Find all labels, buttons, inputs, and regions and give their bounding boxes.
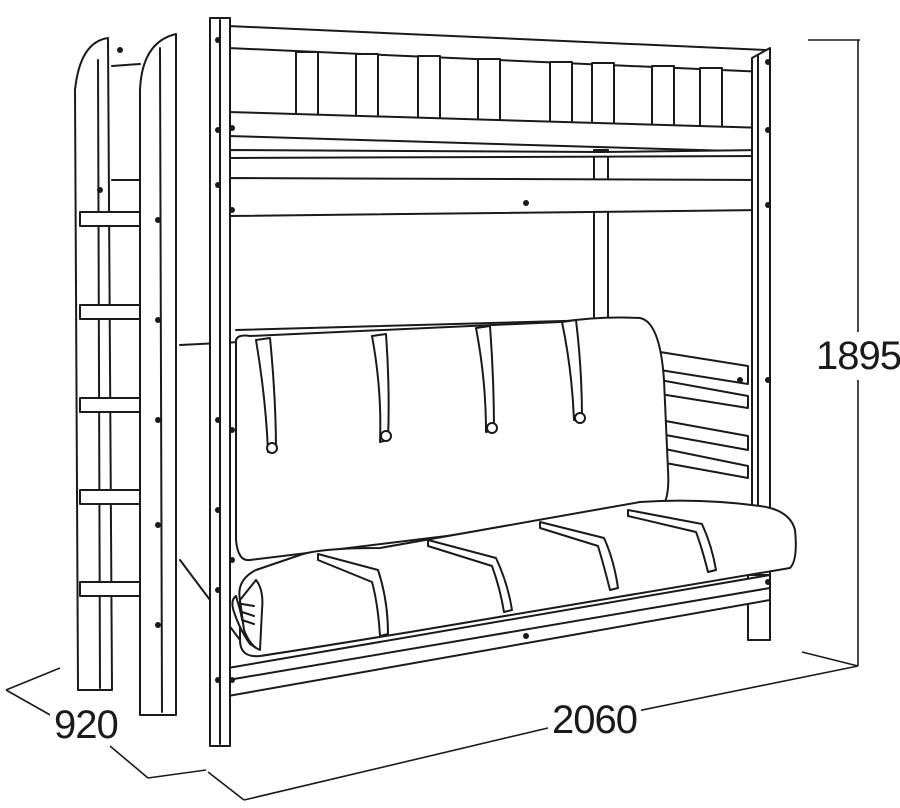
ladder-rung: [80, 398, 142, 412]
seat-strap: [428, 540, 512, 612]
depth-dimension-label: 920: [50, 705, 122, 745]
depth-dimension-line: [110, 746, 148, 778]
height-dimension-label: 1895: [812, 336, 900, 376]
ladder-rung: [80, 305, 142, 319]
guard-slat: [478, 59, 500, 127]
width-dimension-line: [632, 666, 858, 712]
guard-slat: [418, 56, 440, 124]
seat-strap: [318, 554, 388, 636]
rear-left-post: [75, 38, 112, 690]
width-dimension-line: [244, 728, 548, 800]
height-bottom-extension: [802, 652, 858, 666]
ladder-rung: [80, 212, 142, 226]
seat-strap: [540, 522, 618, 590]
ladder: [80, 64, 142, 596]
depth-dimension-line: [6, 690, 52, 716]
right-end-frame: [660, 48, 770, 640]
ladder-rung: [80, 490, 142, 504]
ladder-rung: [80, 582, 142, 596]
guard-slat: [296, 52, 318, 120]
sofa-seat-cushion: [232, 501, 795, 657]
depth-front-extension: [148, 770, 206, 778]
bolt-heads: [97, 37, 771, 683]
depth-back-extension: [6, 668, 60, 690]
width-dimension-label: 2060: [548, 700, 641, 740]
sofa-back-cushion: [236, 318, 668, 561]
width-left-extension: [208, 772, 244, 800]
guard-slat: [550, 62, 572, 130]
guard-slat: [356, 54, 378, 122]
guard-slat: [592, 63, 614, 131]
upper-guard-rail: [228, 26, 766, 216]
seat-strap: [628, 510, 716, 572]
dimension-lines: [6, 40, 860, 800]
front-left-posts: [140, 18, 230, 746]
